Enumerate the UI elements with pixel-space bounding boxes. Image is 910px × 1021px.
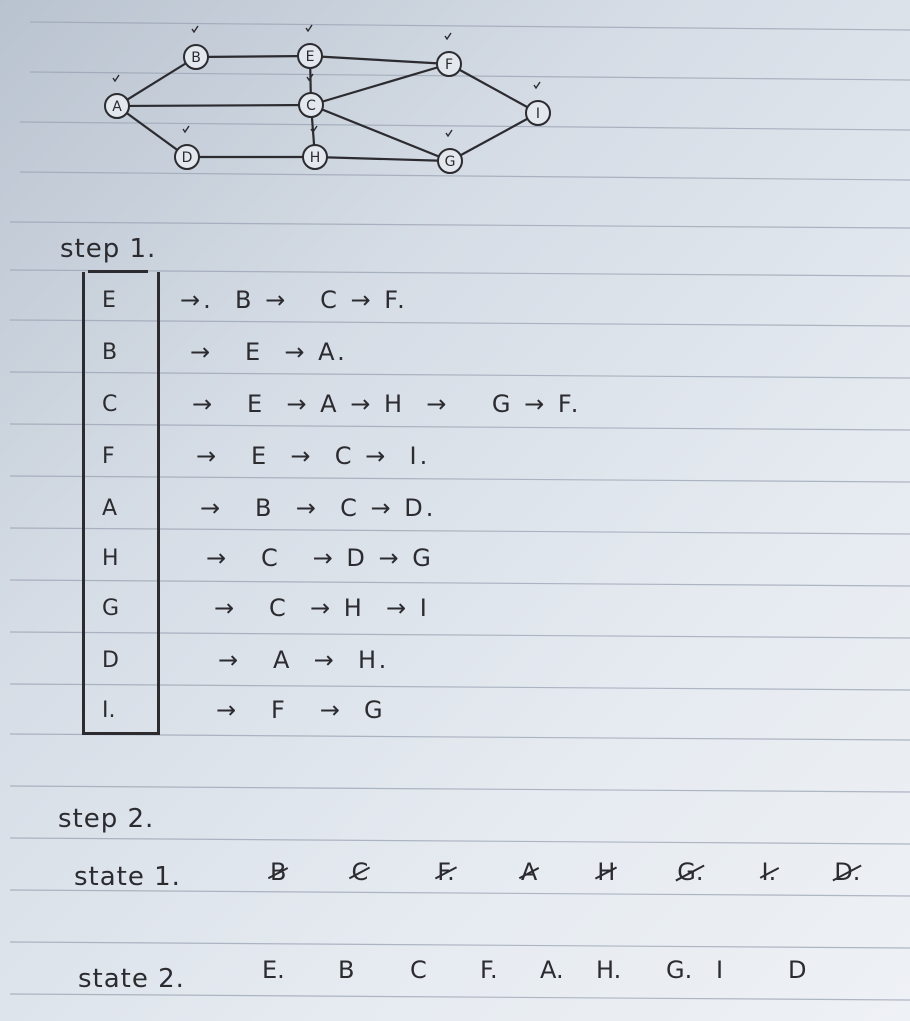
graph-node-G: G: [437, 129, 463, 174]
graph-node-label: F: [445, 57, 453, 73]
check-mark-icon: [305, 24, 313, 33]
graph-node-B: B: [183, 25, 209, 70]
graph-node-C: C: [298, 73, 324, 118]
adjacency-neighbors: → C → H → I: [214, 594, 430, 622]
graph-node-D: D: [174, 125, 200, 170]
check-mark-icon: [306, 73, 314, 82]
check-mark-icon: [112, 74, 120, 83]
check-mark-icon: [444, 32, 452, 41]
state1-item: B: [270, 858, 287, 886]
adjacency-neighbors: → A → H.: [218, 646, 390, 674]
adjacency-key: A: [102, 496, 118, 521]
adjacency-neighbors: → E → A.: [190, 338, 348, 366]
adjacency-neighbors: → F → G: [216, 696, 386, 724]
graph-edge-A-D: [116, 105, 188, 158]
graph-node-I: I: [525, 81, 551, 126]
state1-item: I.: [761, 858, 777, 886]
state1-item: F.: [437, 858, 455, 886]
graph-diagram: A B E F C I D H G: [104, 24, 551, 174]
state1-item: C: [351, 858, 369, 886]
adjacency-key: G: [102, 596, 120, 621]
adjacency-key: B: [102, 340, 118, 365]
check-mark-icon: [445, 129, 453, 138]
check-mark-icon: [182, 125, 190, 134]
graph-node-label: H: [310, 150, 321, 166]
state2-item: I: [716, 956, 724, 984]
adjacency-neighbors: →. B → C → F.: [180, 286, 408, 314]
graph-node-label: G: [445, 154, 456, 170]
state1-item: D.: [834, 858, 861, 886]
step2-title: step 2.: [58, 804, 155, 834]
graph-edge-C-G: [310, 103, 451, 163]
state1-item: A: [520, 858, 538, 886]
graph-node-label: C: [306, 98, 316, 114]
graph-edge-F-I: [448, 63, 539, 114]
graph-edge-C-F: [310, 62, 450, 107]
state2-item: C: [410, 956, 427, 984]
adjacency-key: E: [102, 288, 116, 313]
graph-edge-E-F: [309, 54, 450, 66]
graph-edge-H-G: [314, 155, 451, 163]
state2-item: G.: [666, 956, 693, 984]
state1-label: state 1.: [74, 862, 181, 892]
table-top-border: [88, 270, 148, 273]
graph-node-H: H: [302, 125, 328, 170]
adjacency-key-column: [82, 272, 160, 735]
graph-node-label: D: [182, 150, 193, 166]
check-mark-icon: [533, 81, 541, 90]
graph-edge-A-C: [116, 103, 312, 108]
adjacency-neighbors: → E → C → I.: [196, 442, 431, 470]
adjacency-key: F: [102, 444, 115, 469]
check-mark-icon: [310, 125, 318, 134]
graph-edge-B-E: [195, 54, 311, 59]
adjacency-neighbors: → B → C → D.: [200, 494, 437, 522]
graph-edge-I-G: [449, 112, 539, 162]
state2-item: E.: [262, 956, 285, 984]
graph-node-label: B: [191, 50, 201, 66]
adjacency-neighbors: → C → D → G: [206, 544, 434, 572]
graph-node-label: A: [112, 99, 122, 115]
state2-label: state 2.: [78, 964, 185, 994]
graph-node-E: E: [297, 24, 323, 69]
state1-item: H: [597, 858, 616, 886]
state2-item: B: [338, 956, 355, 984]
state2-item: H.: [596, 956, 622, 984]
graph-node-label: I: [536, 106, 540, 122]
graph-node-A: A: [104, 74, 130, 119]
adjacency-key: D: [102, 648, 119, 673]
state2-item: F.: [480, 956, 498, 984]
state2-item: D: [788, 956, 807, 984]
adjacency-neighbors: → E → A → H → G → F.: [192, 390, 582, 418]
check-mark-icon: [191, 25, 199, 34]
adjacency-key: I.: [102, 698, 116, 723]
graph-edge-A-B: [116, 56, 197, 107]
adjacency-key: H: [102, 546, 119, 571]
graph-node-label: E: [306, 49, 315, 65]
state2-item: A.: [540, 956, 564, 984]
step1-title: step 1.: [60, 234, 157, 264]
state1-item: G.: [677, 858, 704, 886]
graph-node-F: F: [436, 32, 462, 77]
adjacency-key: C: [102, 392, 118, 417]
